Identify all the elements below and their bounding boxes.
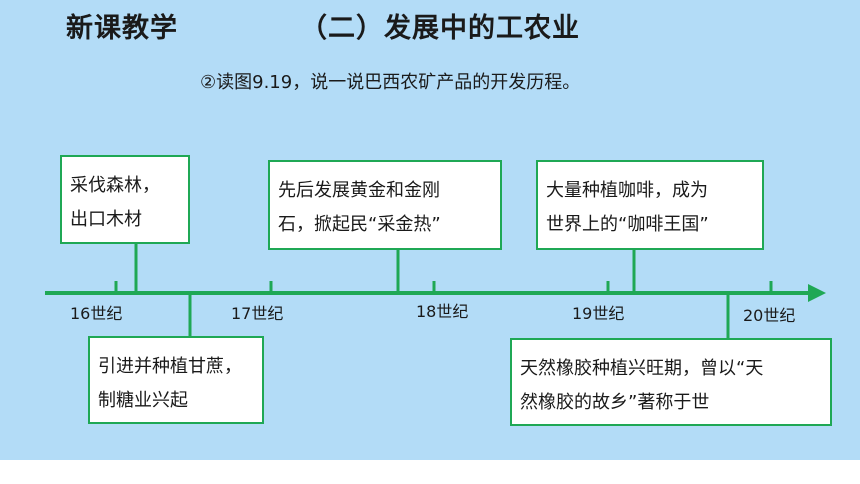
- timeline-arrow-icon: [808, 284, 826, 302]
- page-title: （二）发展中的工农业: [300, 13, 580, 44]
- event-box-gold-rush: 先后发展黄金和金刚 石，掀起民“采金热”: [268, 160, 502, 250]
- event-box-coffee: 大量种植咖啡，成为 世界上的“咖啡王国”: [536, 160, 764, 250]
- event-box-logging: 采伐森林， 出口木材: [60, 155, 190, 244]
- event-text-line: 天然橡胶种植兴旺期，曾以“天: [520, 358, 764, 379]
- event-text-line: 引进并种植甘蔗，: [98, 356, 242, 377]
- event-text-line: 石，掀起民“采金热”: [278, 214, 441, 235]
- event-text-line: 大量种植咖啡，成为: [546, 180, 708, 201]
- bottom-strip: [0, 460, 860, 484]
- event-text-line: 采伐森林，: [70, 175, 160, 196]
- event-box-sugarcane: 引进并种植甘蔗， 制糖业兴起: [88, 336, 264, 424]
- event-text-line: 世界上的“咖啡王国”: [546, 214, 709, 235]
- event-text-line: 然橡胶的故乡”著称于世: [520, 392, 710, 413]
- event-text-line: 制糖业兴起: [98, 390, 188, 411]
- event-box-rubber: 天然橡胶种植兴旺期，曾以“天 然橡胶的故乡”著称于世: [510, 338, 832, 426]
- century-label-16: 16世纪: [70, 304, 123, 323]
- question-prompt: ②读图9.19，说一说巴西农矿产品的开发历程。: [200, 72, 581, 93]
- section-heading: 新课教学: [66, 13, 178, 44]
- event-text-line: 出口木材: [70, 209, 142, 230]
- century-label-19: 19世纪: [572, 304, 625, 323]
- century-label-18: 18世纪: [416, 302, 469, 321]
- event-text-line: 先后发展黄金和金刚: [278, 180, 440, 201]
- century-label-17: 17世纪: [231, 304, 284, 323]
- century-label-20: 20世纪: [743, 306, 796, 325]
